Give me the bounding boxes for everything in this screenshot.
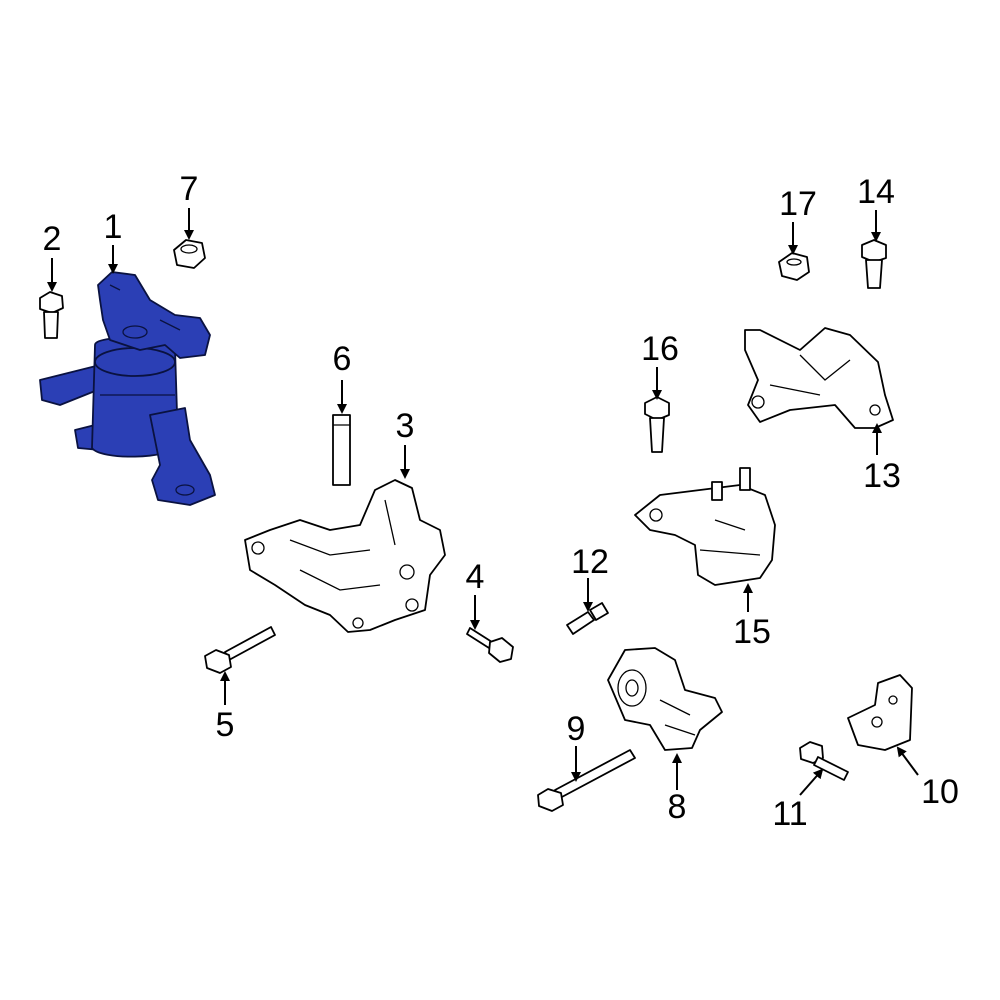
callout-13: 13 [863,457,901,495]
part-17-nut[interactable] [778,252,810,281]
callout-5: 5 [216,706,235,744]
callout-7: 7 [180,170,199,208]
part-9-long-bolt[interactable] [537,749,636,812]
callout-labels: 1 2 3 4 5 6 7 8 9 10 11 12 13 14 15 16 1… [43,170,959,833]
callout-6: 6 [333,340,352,378]
callout-10: 10 [921,773,959,811]
part-5-bolt[interactable] [204,626,276,674]
part-15-mount[interactable] [634,467,776,586]
part-4-bolt[interactable] [466,627,514,663]
callout-17: 17 [779,185,817,223]
part-11-bolt[interactable] [799,741,849,781]
callout-9: 9 [567,710,586,748]
part-14-bolt[interactable] [861,239,887,289]
part-1-engine-mount[interactable] [39,271,216,506]
callout-14: 14 [857,173,895,211]
callout-12: 12 [571,543,609,581]
callout-3: 3 [396,407,415,445]
part-2-bolt[interactable] [39,291,64,339]
callout-arrows [47,208,919,796]
callout-8: 8 [668,788,687,826]
part-7-nut[interactable] [173,239,206,269]
callout-2: 2 [43,220,62,258]
part-13-transmission-mount[interactable] [744,327,894,429]
part-8-rear-mount[interactable] [607,647,723,751]
callout-1: 1 [104,208,123,246]
callout-11: 11 [772,795,807,833]
callout-4: 4 [466,558,485,596]
part-10-plate-bracket[interactable] [847,674,913,751]
part-6-stud[interactable] [332,414,351,486]
callout-15: 15 [733,613,771,651]
part-12-stud-bolt[interactable] [566,602,609,635]
callout-16: 16 [641,330,679,368]
part-16-bolt[interactable] [644,396,670,453]
part-3-bracket[interactable] [244,479,446,633]
